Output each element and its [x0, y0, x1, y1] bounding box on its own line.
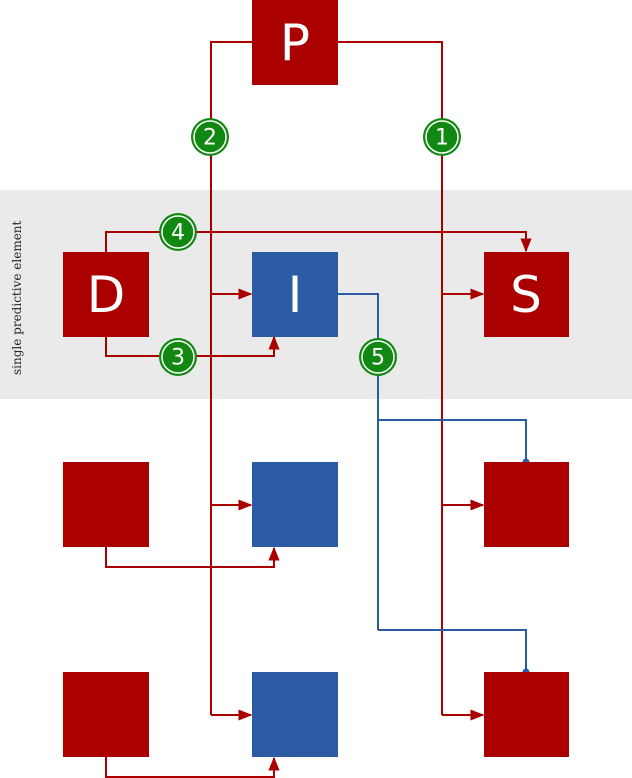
badge-4: 4 — [159, 213, 197, 251]
blue-connectors — [338, 293, 527, 672]
node-row2-blue — [252, 462, 338, 547]
node-row2-red-left — [63, 462, 149, 547]
node-p-label: P — [280, 14, 310, 72]
node-row3-blue — [252, 672, 338, 757]
badge-5-label: 5 — [371, 346, 385, 371]
badge-2: 2 — [191, 118, 229, 156]
badge-2-label: 2 — [203, 126, 217, 151]
node-row2-red-right — [484, 462, 569, 547]
node-i-label: I — [288, 266, 303, 324]
edge-d-to-s — [105, 231, 532, 253]
node-s-label: S — [510, 266, 542, 324]
red-connectors — [105, 41, 532, 778]
badge-1-label: 1 — [435, 126, 449, 151]
badge-5: 5 — [359, 338, 397, 376]
node-i: I — [252, 252, 338, 337]
node-p: P — [252, 0, 338, 85]
badge-1: 1 — [423, 118, 461, 156]
edge-row3-red-to-blue — [105, 756, 280, 778]
edge-p-right-trunk — [338, 41, 443, 715]
badge-3: 3 — [159, 338, 197, 376]
badge-4-label: 4 — [171, 221, 185, 246]
band-label: single predictive element — [10, 220, 24, 375]
edge-i-out — [338, 293, 379, 630]
edge-i-to-row2-red — [378, 419, 527, 462]
edge-row2-red-to-blue — [105, 546, 280, 568]
node-row3-red-right — [484, 672, 569, 757]
node-d-label: D — [87, 266, 126, 324]
edge-i-to-row3-red — [378, 629, 527, 672]
edge-p-left-trunk — [210, 41, 252, 715]
node-row3-red-left — [63, 672, 149, 757]
badge-3-label: 3 — [171, 346, 185, 371]
node-d: D — [63, 252, 149, 337]
node-s: S — [484, 252, 569, 337]
